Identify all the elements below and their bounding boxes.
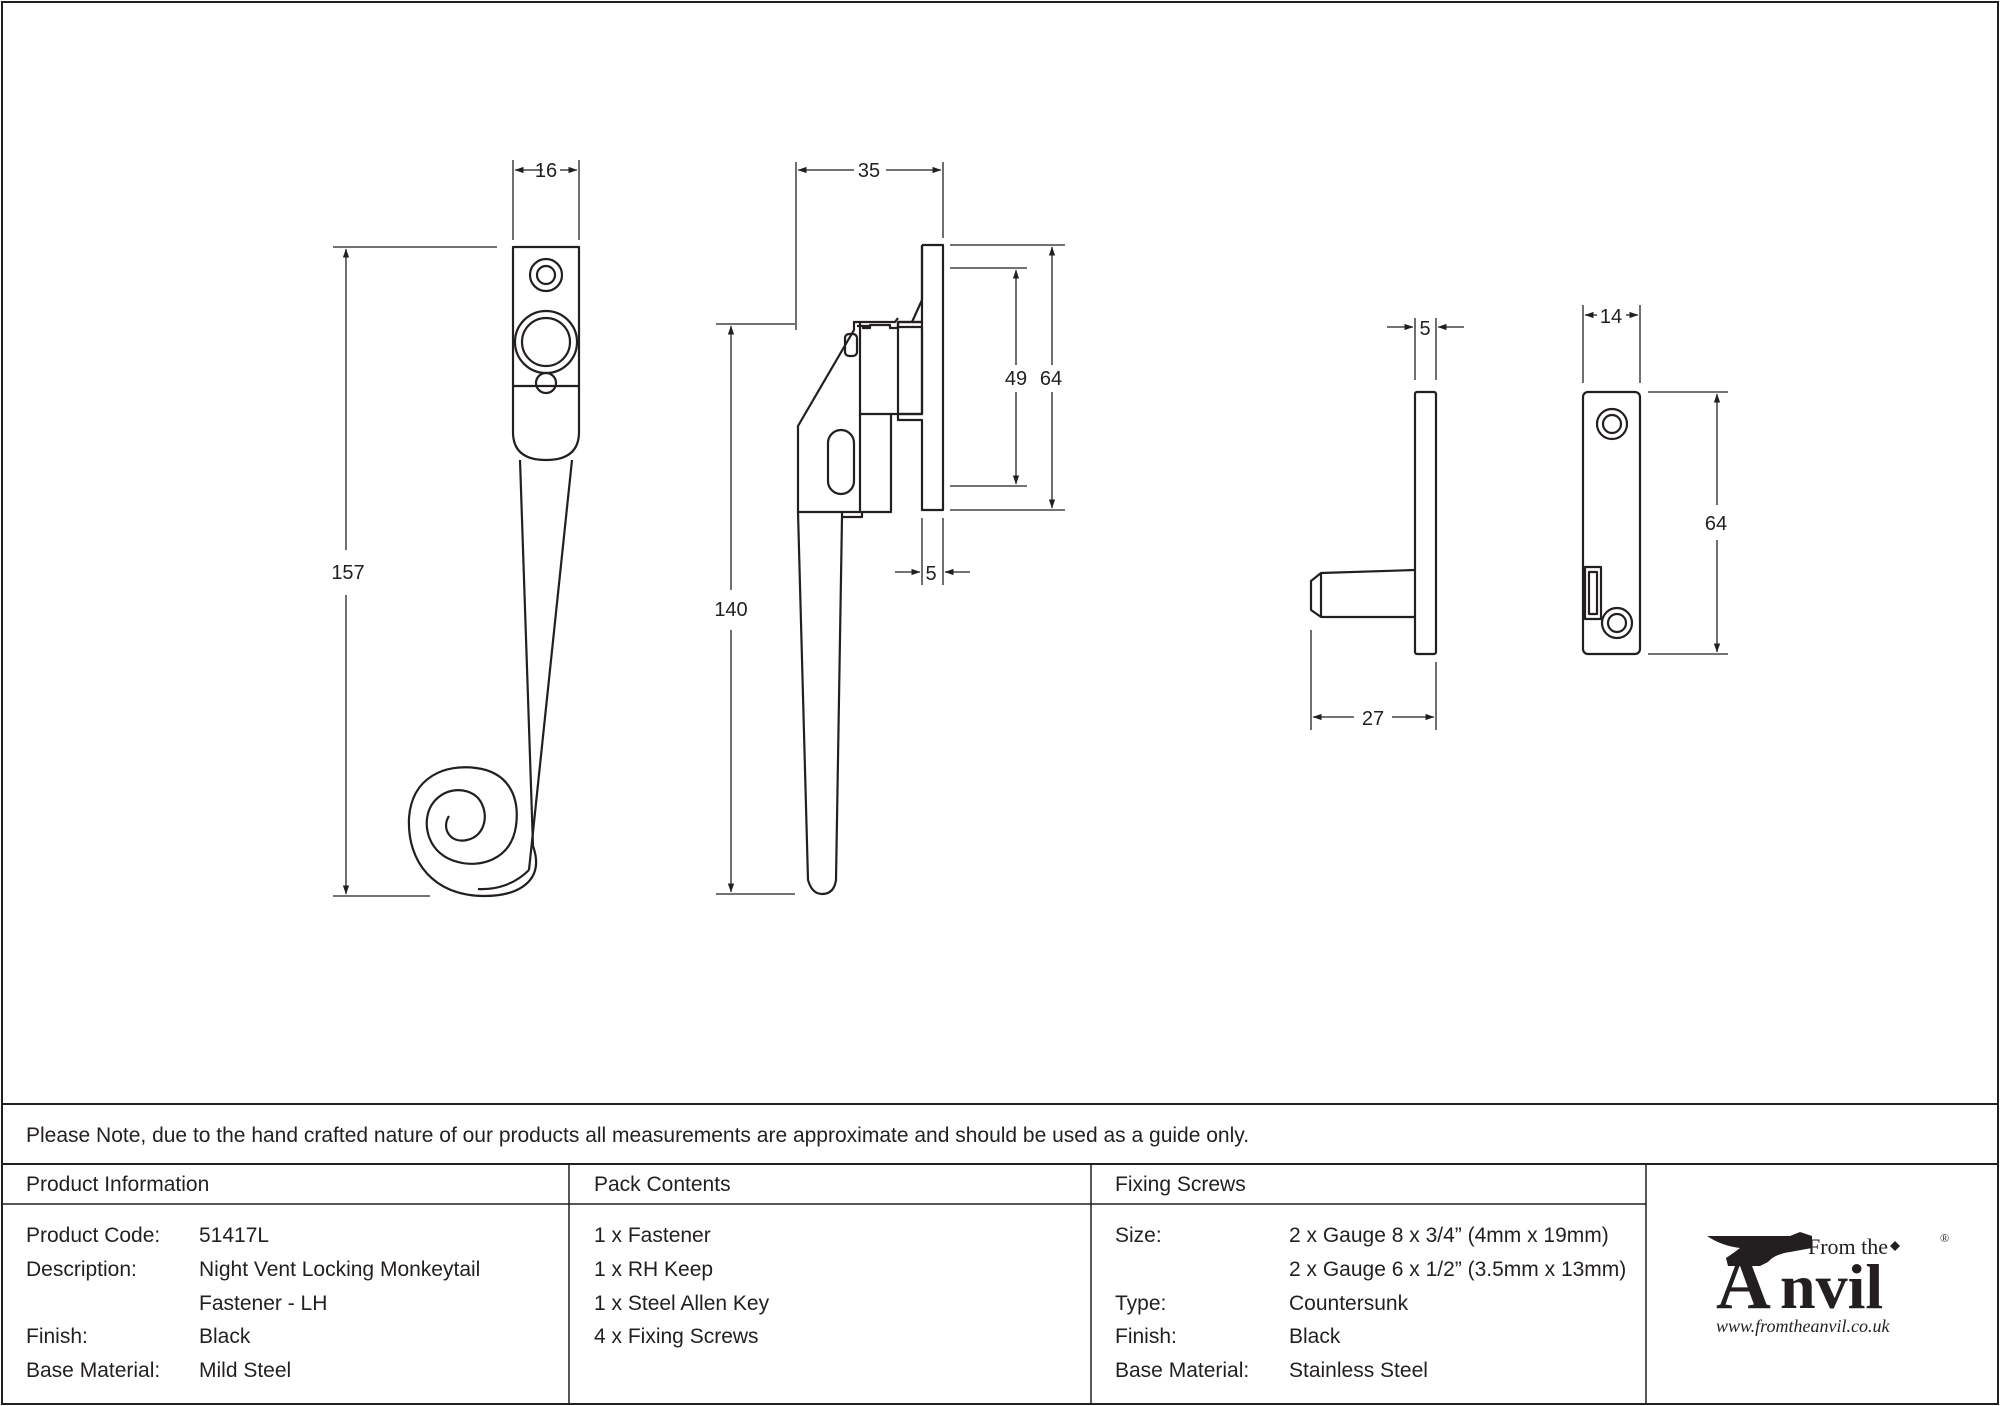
product-info-value: Fastener - LH	[199, 1292, 327, 1315]
anvil-icon	[1707, 1232, 1812, 1266]
front-view-handle	[407, 245, 581, 898]
plate-inner-label: 49	[1005, 368, 1027, 390]
pack-contents-heading: Pack Contents	[594, 1173, 731, 1196]
side-depth-label: 35	[858, 160, 880, 182]
fixing-screws-value: Countersunk	[1289, 1292, 1409, 1315]
logo-from-the: From the	[1808, 1234, 1888, 1259]
fixing-screws-label: Type:	[1115, 1292, 1166, 1315]
keep-projection-label: 27	[1362, 708, 1384, 730]
product-info-label: Product Code:	[26, 1224, 160, 1247]
fixing-screws-heading: Fixing Screws	[1115, 1173, 1246, 1196]
product-info-value: Night Vent Locking Monkeytail	[199, 1258, 480, 1281]
front-height-label: 157	[331, 562, 364, 584]
keep-height-label: 64	[1705, 513, 1727, 535]
fixing-screws-value: Black	[1289, 1325, 1341, 1348]
pack-contents-item: 1 x RH Keep	[594, 1258, 713, 1281]
keep-front-dimensions	[1582, 305, 1728, 655]
logo-registered-mark: ®	[1940, 1231, 1949, 1245]
pack-contents-item: 4 x Fixing Screws	[594, 1325, 759, 1348]
fixing-screws-label: Base Material:	[1115, 1359, 1249, 1382]
product-info-value: Mild Steel	[199, 1359, 291, 1382]
fixing-screws-value: 2 x Gauge 8 x 3/4” (4mm x 19mm)	[1289, 1224, 1609, 1247]
plate-outer-label: 64	[1040, 368, 1062, 390]
keep-side-dimensions	[1310, 318, 1464, 730]
logo-brand-rest: nvil	[1780, 1251, 1883, 1322]
fixing-screws-label: Finish:	[1115, 1325, 1177, 1348]
logo-brand-initial: A	[1716, 1241, 1771, 1325]
anvil-logo: From the ® A nvil www.fromtheanvil.co.uk	[1707, 1231, 1949, 1336]
product-info-value: 51417L	[199, 1224, 269, 1247]
product-info-label: Base Material:	[26, 1359, 160, 1382]
product-info-label: Finish:	[26, 1325, 88, 1348]
side-view-handle	[796, 243, 945, 896]
info-table-grid	[2, 1103, 1998, 1404]
plate-thickness-label: 5	[925, 563, 936, 585]
front-width-label: 16	[535, 160, 557, 182]
product-info-label: Description:	[26, 1258, 137, 1281]
fixing-screws-label: Size:	[1115, 1224, 1162, 1247]
measurement-note: Please Note, due to the hand crafted nat…	[26, 1124, 1249, 1147]
fixing-screws-value: 2 x Gauge 6 x 1/2” (3.5mm x 13mm)	[1289, 1258, 1626, 1281]
pack-contents-item: 1 x Steel Allen Key	[594, 1292, 770, 1315]
keep-side-view	[1309, 390, 1438, 656]
keep-thickness-label: 5	[1419, 318, 1430, 340]
fixing-screws-value: Stainless Steel	[1289, 1359, 1428, 1382]
pack-contents-item: 1 x Fastener	[594, 1224, 711, 1247]
product-info-value: Black	[199, 1325, 251, 1348]
keep-front-view	[1581, 390, 1642, 656]
front-view-dimensions	[333, 160, 580, 897]
logo-url: www.fromtheanvil.co.uk	[1716, 1316, 1890, 1336]
side-height-label: 140	[714, 599, 747, 621]
product-info-heading: Product Information	[26, 1173, 209, 1196]
side-view-dimensions	[716, 162, 1065, 895]
keep-width-label: 14	[1600, 306, 1622, 328]
